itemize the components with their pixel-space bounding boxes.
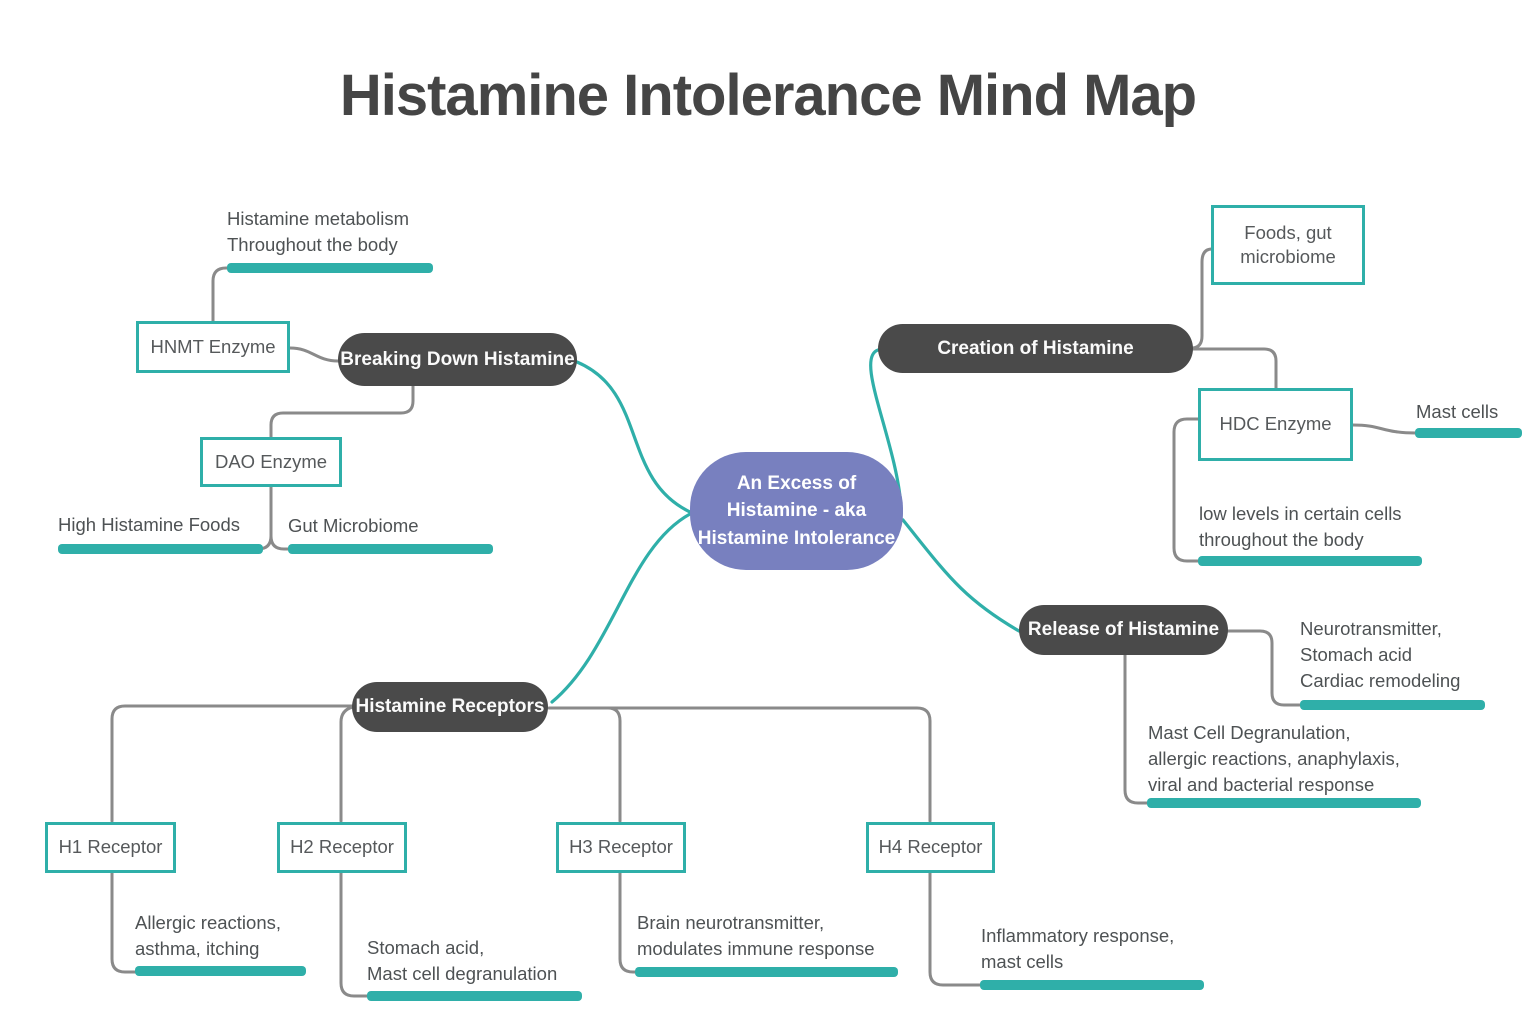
hub-breaking-down-histamine[interactable]: Breaking Down Histamine [338, 333, 577, 386]
path-center-receptors [550, 512, 692, 704]
note-h2-effects: Stomach acid, Mast cell degranulation [367, 937, 558, 984]
path-creation-hdc [1191, 347, 1278, 390]
note-h1-effects: Allergic reactions, asthma, itching [135, 912, 282, 959]
note-histamine-metabolism: Histamine metabolism Throughout the body [227, 208, 409, 255]
underline-mast-cells [1415, 428, 1522, 438]
path-metabolism-bar-hnmt [211, 266, 240, 323]
hub-histamine-receptors[interactable]: Histamine Receptors [352, 682, 548, 732]
hub-release-of-histamine[interactable]: Release of Histamine [1019, 605, 1228, 655]
note-neurotransmitter: Neurotransmitter, Stomach acid Cardiac r… [1300, 618, 1461, 691]
path-release-degranulation [1123, 653, 1149, 805]
box-hdc-enzyme[interactable]: HDC Enzyme [1198, 388, 1353, 461]
path-hnmt-hub [288, 346, 340, 363]
path-creation-foods [1191, 247, 1214, 350]
underline-high-histamine-foods [58, 544, 263, 554]
path-h1-note [110, 871, 138, 974]
note-mast-cell-degranulation: Mast Cell Degranulation, allergic reacti… [1148, 722, 1400, 795]
note-h4-effects: Inflammatory response, mast cells [981, 925, 1175, 972]
underline-h1-effects [135, 966, 306, 976]
path-release-neuro [1226, 629, 1302, 707]
path-dao-gut [269, 534, 294, 551]
path-breaking-center [575, 360, 692, 514]
path-h4-note [928, 871, 983, 987]
path-receptors-h2 [339, 705, 355, 823]
path-hdc-mastcells [1351, 423, 1418, 435]
box-h1-receptor[interactable]: H1 Receptor [45, 822, 176, 873]
underline-histamine-metabolism [227, 263, 433, 273]
hub-creation-of-histamine[interactable]: Creation of Histamine [878, 324, 1193, 373]
center-node-excess-histamine[interactable]: An Excess of Histamine - aka Histamine I… [690, 452, 903, 570]
path-center-release [901, 518, 1021, 633]
path-creation-center [869, 348, 903, 508]
path-h2-note [339, 871, 370, 998]
path-dao-highfoods [248, 485, 273, 551]
path-h3-note [618, 871, 638, 974]
path-receptors-h3 [606, 706, 622, 823]
path-hub-dao [269, 384, 415, 439]
box-h4-receptor[interactable]: H4 Receptor [866, 822, 995, 873]
note-high-histamine-foods: High Histamine Foods [58, 514, 240, 535]
box-hnmt-enzyme[interactable]: HNMT Enzyme [136, 321, 290, 373]
underline-gut-microbiome [288, 544, 493, 554]
underline-low-levels [1198, 556, 1422, 566]
underline-mast-cell-degranulation [1147, 798, 1421, 808]
underline-h4-effects [980, 980, 1204, 990]
note-low-levels: low levels in certain cells throughout t… [1199, 503, 1402, 550]
note-h3-effects: Brain neurotransmitter, modulates immune… [637, 912, 875, 959]
path-receptors-h1 [110, 704, 354, 823]
box-h2-receptor[interactable]: H2 Receptor [277, 822, 407, 873]
underline-neurotransmitter [1300, 700, 1485, 710]
page-title: Histamine Intolerance Mind Map [339, 63, 1197, 128]
underline-h3-effects [635, 967, 898, 977]
note-gut-microbiome: Gut Microbiome [288, 515, 419, 536]
box-h3-receptor[interactable]: H3 Receptor [556, 822, 686, 873]
note-mast-cells: Mast cells [1416, 401, 1499, 422]
box-dao-enzyme[interactable]: DAO Enzyme [200, 437, 342, 487]
path-hdc-lowlevels [1172, 417, 1200, 563]
box-foods-gut-microbiome[interactable]: Foods, gut microbiome [1211, 205, 1365, 285]
path-receptors-h4 [547, 706, 932, 823]
underline-h2-effects [367, 991, 582, 1001]
